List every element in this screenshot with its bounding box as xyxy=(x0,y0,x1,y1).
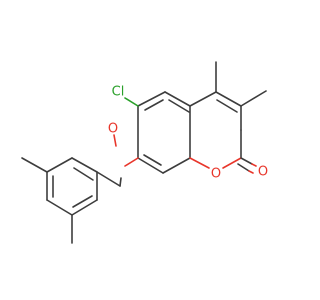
bond xyxy=(162,157,191,174)
bond xyxy=(216,99,238,113)
bond xyxy=(251,163,257,167)
bond xyxy=(143,154,162,166)
bond xyxy=(96,171,121,187)
bond xyxy=(46,157,73,173)
bond xyxy=(124,97,139,107)
atom-labels: Cl O O O xyxy=(108,85,268,182)
bond xyxy=(137,157,164,174)
bond xyxy=(237,163,250,172)
bond xyxy=(72,195,93,208)
bond xyxy=(46,199,73,216)
molecule-structure: Cl O O O xyxy=(21,61,268,244)
bond xyxy=(168,99,190,113)
bond xyxy=(71,199,98,216)
bond xyxy=(189,91,217,107)
bond xyxy=(119,177,122,187)
bond xyxy=(248,170,254,174)
bond xyxy=(137,91,166,107)
bonds xyxy=(21,61,267,244)
ring-oxygen-label: O xyxy=(211,167,221,182)
bond xyxy=(21,157,48,173)
bond xyxy=(71,157,98,173)
bond xyxy=(124,157,139,167)
bond xyxy=(189,157,210,169)
ether-oxygen-label: O xyxy=(108,122,118,137)
bond xyxy=(73,167,94,181)
bond xyxy=(240,90,267,107)
carbonyl-oxygen-label: O xyxy=(258,165,268,180)
bond xyxy=(144,99,164,111)
bond xyxy=(215,91,242,107)
bond xyxy=(164,91,191,107)
chlorine-label: Cl xyxy=(112,85,125,100)
bond xyxy=(240,157,253,165)
bond xyxy=(113,134,117,147)
bond xyxy=(222,157,242,169)
